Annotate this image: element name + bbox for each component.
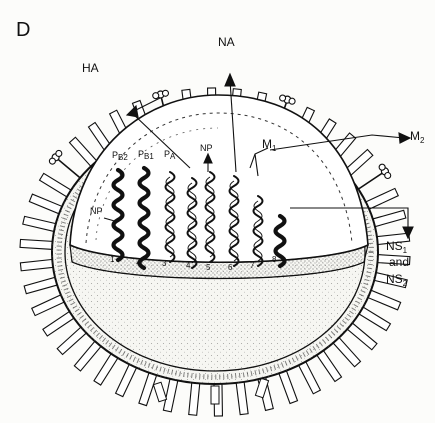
m2-arrowhead [399,133,410,143]
ha-spike [359,307,390,331]
label-ns2: NS2 [386,272,408,288]
na-spike [189,383,200,416]
ha-spike [347,323,377,350]
ha-spike [94,354,118,385]
segment-number: 4 [186,261,191,270]
label-and: and [389,255,409,269]
ha-spike [317,351,342,382]
segment-number: 1 [110,255,115,264]
ha-spike [366,188,398,209]
ha-spike [32,295,64,316]
label-m2: M2 [410,129,425,145]
segment-number: 7 [250,261,255,270]
ha-spike [23,216,56,231]
segment-number: 8 [272,255,277,264]
na-spike [368,290,401,310]
ha-spike [20,239,52,249]
ha-spike [43,312,74,336]
na-spike [358,164,390,189]
segment-number: 5 [206,263,211,272]
label-na: NA [218,35,235,49]
lower-spike [153,382,166,402]
label-np-left: NP [90,206,103,216]
segment-number: 2 [136,257,141,266]
ha-spike [24,277,57,293]
ha-spike [57,327,86,354]
lower-spike [211,386,219,404]
ha-spike [69,137,96,166]
ha-spike [236,382,248,415]
ha-spike [279,371,298,404]
segment-number: 6 [228,263,233,272]
ha-spike [116,364,137,396]
ha-spike [373,210,406,226]
na-spike [49,150,80,177]
na-arrowhead [225,74,235,86]
ha-spike [333,338,360,367]
label-np-top: NP [200,143,213,153]
label-ha: HA [82,61,99,75]
na-spike [20,259,53,270]
na-spike [74,341,101,371]
ha-arrowhead [127,106,138,117]
panel-letter: D [16,19,30,41]
ha-spike [139,373,157,406]
ha-spike [29,194,62,214]
segment-number: 3 [162,259,167,268]
na-spike [299,362,321,394]
ha-spike [40,173,71,197]
